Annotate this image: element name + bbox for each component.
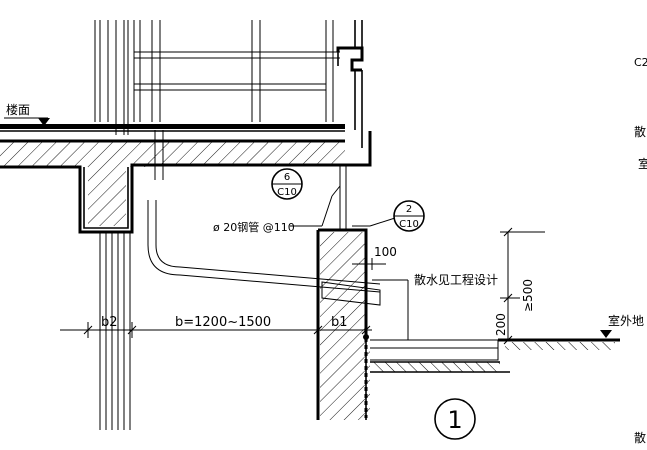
outdoor-ground	[498, 330, 620, 350]
gutter-block	[336, 46, 364, 148]
lower-wall	[316, 165, 370, 420]
callout-6-c10: 6 C10	[271, 168, 303, 200]
dimension-lines	[60, 227, 545, 345]
b-range-label: b=1200~1500	[175, 315, 271, 330]
floor-label: 楼面	[6, 102, 30, 117]
svg-text:C10: C10	[277, 187, 297, 198]
leader-lines	[290, 185, 409, 340]
svg-text:C10: C10	[399, 219, 419, 230]
edge-label-san: 散	[634, 124, 646, 139]
outdoor-ground-label: 室外地	[608, 313, 644, 328]
b1-label: b1	[331, 315, 348, 330]
edge-label-c2: C2	[634, 56, 647, 69]
edge-label-shi: 室	[638, 156, 647, 171]
svg-text:2: 2	[406, 204, 412, 215]
floor-level-marker	[4, 117, 50, 126]
svg-text:6: 6	[284, 172, 290, 183]
lower-columns-left	[99, 232, 131, 430]
callout-2-c10: 2 C10	[393, 200, 425, 232]
dim-200-label: 200	[494, 313, 508, 336]
floor-slab	[0, 124, 372, 234]
steel-pipe-label: ø 20钢管 @110	[213, 220, 295, 234]
upper-window-frame	[94, 20, 363, 135]
apron-note-label: 散水见工程设计	[414, 272, 498, 287]
apron	[370, 339, 510, 373]
dim-100-label: 100	[374, 245, 397, 259]
detail-number: 1	[434, 398, 476, 440]
b2-label: b2	[101, 315, 118, 330]
svg-text:1: 1	[447, 406, 462, 434]
dim-ge500-label: ≥500	[521, 279, 535, 312]
edge-label-san-bottom: 散	[634, 430, 646, 445]
